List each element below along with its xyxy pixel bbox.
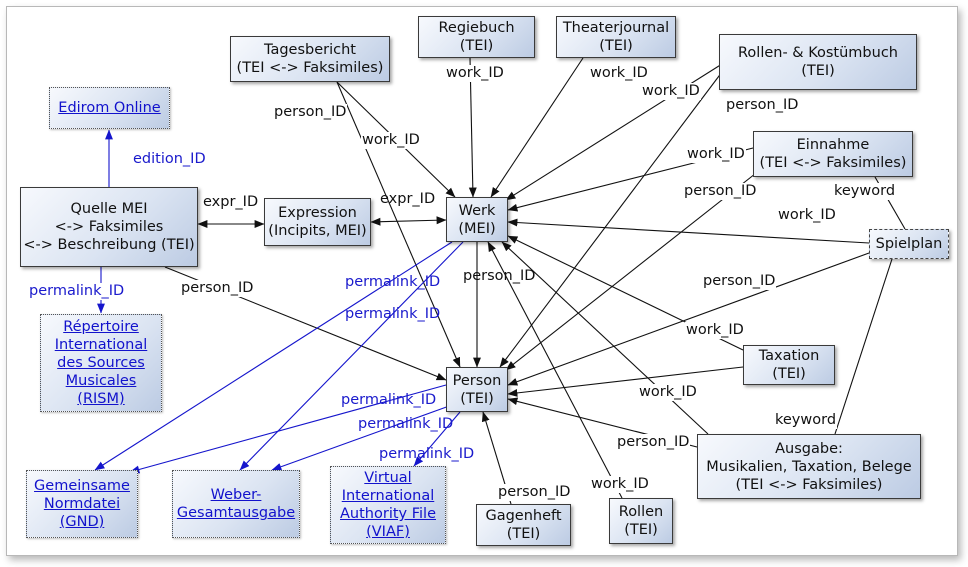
node-edirom-online[interactable]: Edirom Online [49, 87, 170, 129]
label-expr-quelle: expr_ID [203, 194, 259, 210]
label-work-tagesbericht: work_ID [361, 132, 421, 149]
label-work-einnahme: work_ID [686, 146, 746, 163]
label-keyword-ausgabe: keyword [774, 412, 838, 429]
label-work-rollen: work_ID [590, 476, 650, 493]
label-person-gagenheft: person_ID [497, 484, 572, 501]
edge-expression-werk [370, 216, 447, 226]
label-person-tagesbericht: person_ID [273, 104, 348, 121]
node-einnahme[interactable]: Einnahme (TEI <-> Faksimiles) [753, 131, 913, 177]
label-expr-werk: expr_ID [380, 191, 436, 207]
label-permalink-person-gnd: permalink_ID [341, 392, 437, 408]
edge-rollenkostuem-person [499, 71, 723, 368]
node-theaterjournal[interactable]: Theaterjournal (TEI) [556, 16, 676, 58]
node-tagesbericht[interactable]: Tagesbericht (TEI <-> Faksimiles) [230, 36, 390, 82]
label-edition-id: edition_ID [132, 151, 207, 168]
edge-spielplan-person [507, 252, 870, 386]
node-taxation[interactable]: Taxation (TEI) [743, 345, 835, 385]
edge-spielplan-ausgabe [834, 258, 893, 435]
label-work-taxation: work_ID [685, 322, 745, 339]
node-werk[interactable]: Werk (MEI) [446, 197, 508, 242]
edge-rollen-werk [487, 241, 623, 499]
label-work-rollenkostuem: work_ID [641, 83, 701, 100]
label-person-spielplan: person_ID [702, 273, 777, 290]
edge-person-gnd [129, 384, 447, 474]
node-person[interactable]: Person (TEI) [446, 367, 508, 412]
node-expression[interactable]: Expression (Incipits, MEI) [264, 198, 371, 246]
label-permalink-person-viaf: permalink_ID [379, 446, 475, 462]
edge-spielplan-werk [507, 218, 870, 244]
label-work-regiebuch: work_ID [445, 65, 505, 82]
edge-werk-gnd [94, 241, 453, 471]
label-permalink-werk-gnd: permalink_ID [345, 274, 441, 290]
label-permalink-rism: permalink_ID [28, 283, 126, 300]
label-person-ausgabe: person_ID [616, 434, 691, 451]
edge-ausgabe-werk [501, 241, 709, 435]
node-rollen-kostuembuch[interactable]: Rollen- & Kostümbuch (TEI) [719, 34, 917, 90]
label-permalink-werk-weber: permalink_ID [345, 306, 441, 322]
edge-person-viaf [413, 411, 461, 467]
node-gnd[interactable]: Gemeinsame Normdatei (GND) [26, 470, 138, 538]
edge-taxation-person [507, 366, 744, 397]
node-weber-gesamtausgabe[interactable]: Weber- Gesamtausgabe [172, 470, 300, 538]
node-rism[interactable]: Répertoire International des Sources Mus… [40, 314, 162, 412]
node-quelle-mei[interactable]: Quelle MEI <-> Faksimiles <-> Beschreibu… [20, 187, 198, 267]
label-person-rollenkostuem: person_ID [725, 97, 800, 114]
label-person-werk: person_ID [463, 268, 536, 284]
label-person-einnahme: person_ID [683, 183, 758, 200]
node-viaf[interactable]: Virtual International Authority File (VI… [330, 466, 446, 544]
label-person-quelle: person_ID [180, 280, 255, 297]
node-gagenheft[interactable]: Gagenheft (TEI) [476, 504, 571, 546]
edge-person-weber [271, 404, 453, 471]
node-regiebuch[interactable]: Regiebuch (TEI) [418, 16, 535, 58]
node-ausgabe[interactable]: Ausgabe: Musikalien, Taxation, Belege (T… [697, 434, 921, 499]
label-keyword-einnahme: keyword [833, 183, 897, 200]
label-work-spielplan: work_ID [777, 207, 837, 224]
node-rollen[interactable]: Rollen (TEI) [609, 498, 673, 544]
label-permalink-person-weber: permalink_ID [358, 416, 454, 432]
edge-tagesbericht-person [336, 81, 461, 368]
node-spielplan[interactable]: Spielplan [869, 229, 949, 259]
label-work-theaterjournal: work_ID [589, 65, 649, 82]
edge-einnahme-person [505, 169, 761, 371]
edge-theaterjournal-werk [490, 57, 584, 198]
label-work-ausgabe: work_ID [638, 384, 698, 401]
